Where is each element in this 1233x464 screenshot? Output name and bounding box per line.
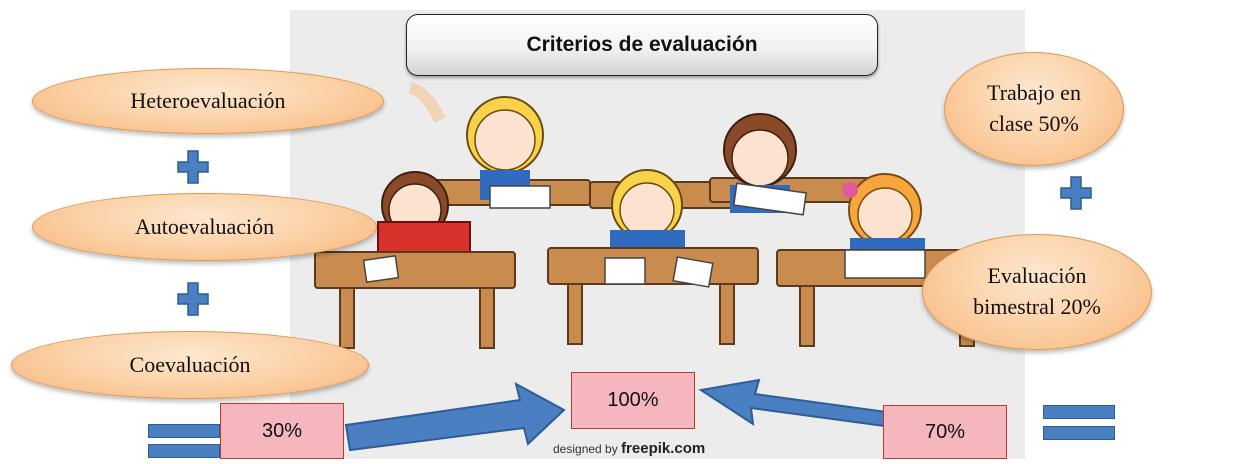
oval-heteroevaluacion: Heteroevaluación xyxy=(32,68,384,134)
right-arrow-icon xyxy=(344,382,566,452)
percent-box-70: 70% xyxy=(883,405,1007,459)
percent-box-30: 30% xyxy=(220,403,344,459)
plus-icon xyxy=(177,150,209,184)
student-writing-blond xyxy=(610,169,685,260)
left-arrow-icon xyxy=(698,378,903,430)
plus-icon xyxy=(177,282,209,316)
equals-icon xyxy=(1043,405,1115,441)
oval-autoevaluacion: Autoevaluación xyxy=(32,193,377,261)
oval-coevaluacion: Coevaluación xyxy=(11,331,369,399)
percent-box-100: 100% xyxy=(571,372,695,429)
student-curly-hair xyxy=(842,173,925,266)
oval-evaluacion-bimestral: Evaluación bimestral 20% xyxy=(922,234,1152,350)
title-box: Criterios de evaluación xyxy=(406,14,878,76)
freepik-credit: designed by freepik.com xyxy=(553,440,705,457)
plus-icon xyxy=(1060,176,1092,210)
credit-brand: freepik.com xyxy=(621,440,706,457)
papers xyxy=(362,182,926,288)
oval-trabajo-en-clase: Trabajo en clase 50% xyxy=(944,52,1124,166)
credit-prefix: designed by xyxy=(553,442,618,456)
equals-icon xyxy=(148,424,220,459)
